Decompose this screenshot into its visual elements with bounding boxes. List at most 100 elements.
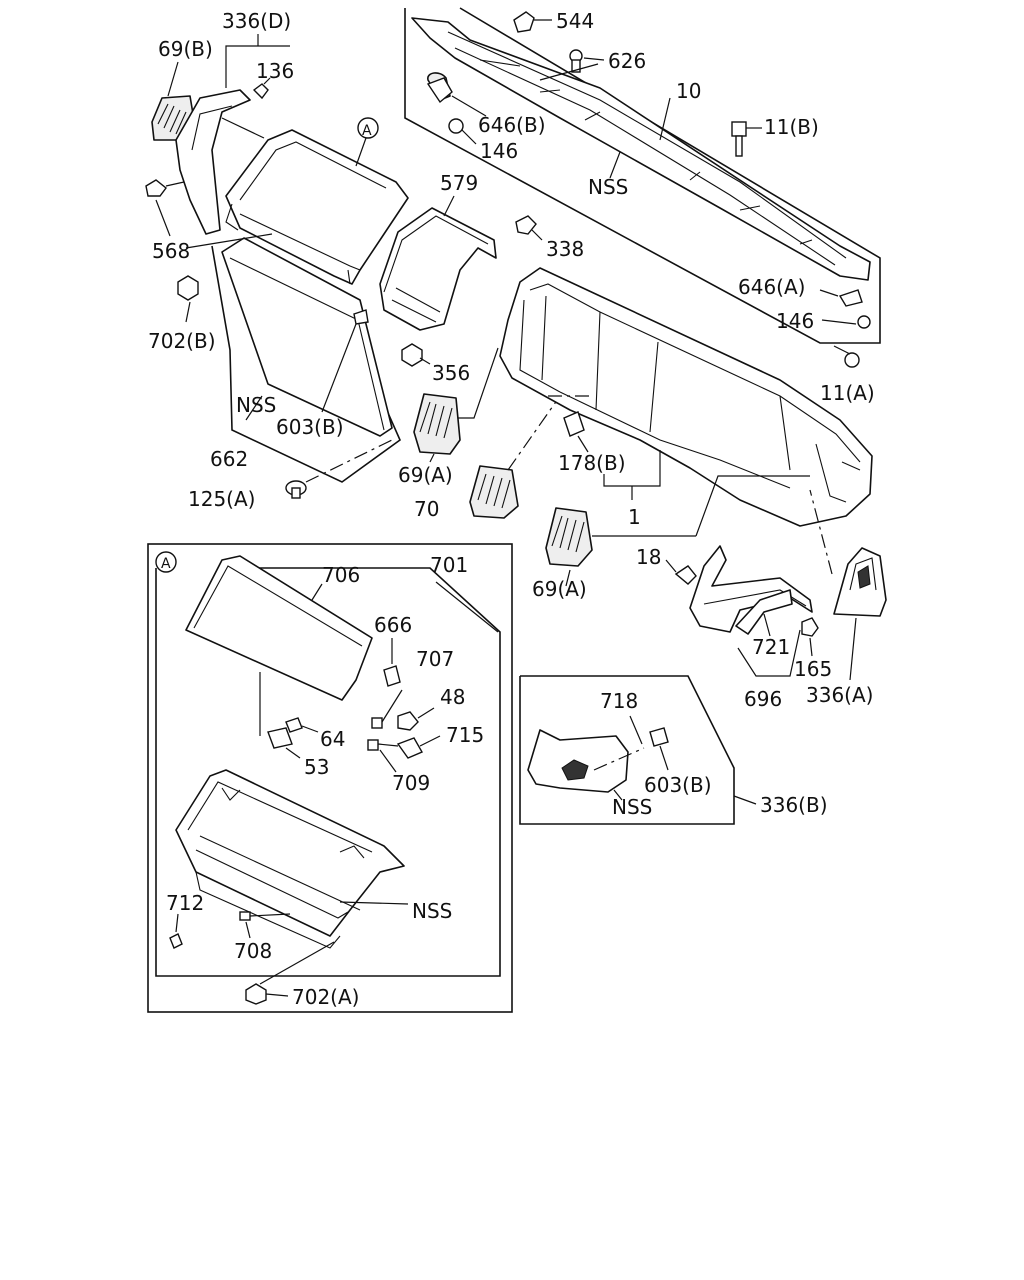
screw-136 <box>252 77 271 100</box>
nut-356 <box>401 343 431 367</box>
label-10: 10 <box>676 79 701 103</box>
upper-panel-frame <box>404 7 881 344</box>
screw-709 <box>367 739 399 773</box>
label-701: 701 <box>430 553 468 577</box>
label-707: 707 <box>416 647 454 671</box>
label-69a-1: 69(A) <box>398 463 453 487</box>
label-69a-2: 69(A) <box>532 577 587 601</box>
clip-626 <box>569 49 605 73</box>
label-11b: 11(B) <box>764 115 819 139</box>
label-662: 662 <box>210 447 248 471</box>
clip-11a <box>833 345 860 368</box>
label-18: 18 <box>636 545 661 569</box>
screw-544 <box>513 11 552 33</box>
label-568: 568 <box>152 239 190 263</box>
label-718: 718 <box>600 689 638 713</box>
screw-146a <box>448 118 477 145</box>
glovebox-assembly <box>221 117 409 285</box>
label-336d: 336(D) <box>222 9 291 33</box>
bolt-11b <box>731 121 762 157</box>
trim-721 <box>735 589 793 637</box>
label-136: 136 <box>256 59 294 83</box>
plate-53 <box>267 727 301 759</box>
nut-702b <box>177 275 199 323</box>
clip-603b-detail <box>649 727 669 771</box>
label-64: 64 <box>320 727 345 751</box>
bolt-18 <box>665 559 697 585</box>
label-626: 626 <box>608 49 646 73</box>
screw-146b <box>821 315 871 329</box>
clip-125a <box>285 439 393 499</box>
label-666: 666 <box>374 613 412 637</box>
cover-662 <box>211 237 401 483</box>
label-702b: 702(B) <box>148 329 216 353</box>
upper-panel-group <box>404 7 881 344</box>
label-nss-1: NSS <box>588 175 628 199</box>
label-178b: 178(B) <box>558 451 626 475</box>
screw-712 <box>169 913 183 949</box>
label-146a: 146 <box>480 139 518 163</box>
label-338: 338 <box>546 237 584 261</box>
lid-706 <box>185 555 373 736</box>
label-709: 709 <box>392 771 430 795</box>
label-336a: 336(A) <box>806 683 873 707</box>
vent-69a-right <box>545 507 696 587</box>
vent-70 <box>469 395 561 519</box>
label-70: 70 <box>414 497 439 521</box>
label-715: 715 <box>446 723 484 747</box>
bracket-715 <box>396 735 441 759</box>
label-nss-3: NSS <box>612 795 652 819</box>
label-69b: 69(B) <box>158 37 213 61</box>
latch-666 <box>383 638 401 687</box>
side-cover-336a <box>809 489 887 681</box>
label-721: 721 <box>752 635 790 659</box>
trim-336d <box>175 34 290 235</box>
bolt-707 <box>371 689 403 729</box>
detail-box-336b <box>519 675 757 825</box>
label-708: 708 <box>234 939 272 963</box>
label-603b-2: 603(B) <box>644 773 712 797</box>
label-nss-4: NSS <box>412 899 452 923</box>
label-125a: 125(A) <box>188 487 255 511</box>
cover-696 <box>689 545 813 677</box>
upper-dash-panel <box>411 17 871 281</box>
screw-64 <box>285 717 319 733</box>
label-1: 1 <box>628 505 641 529</box>
vent-69a-left <box>413 347 499 463</box>
dash-frame <box>499 267 873 527</box>
screw-338 <box>515 215 543 241</box>
label-nss-2: NSS <box>236 393 276 417</box>
callout-labels: 336(D) 69(B) 136 544 626 10 646(B) 146 1… <box>148 9 875 1009</box>
label-a-2: A <box>161 556 171 572</box>
label-646a: 646(A) <box>738 275 805 299</box>
label-53: 53 <box>304 755 329 779</box>
glovebox-701 <box>175 581 499 949</box>
label-a-1: A <box>362 123 372 139</box>
clip-178b <box>563 411 589 453</box>
bolt-568 <box>145 179 185 237</box>
label-146b: 146 <box>776 309 814 333</box>
screw-708 <box>239 911 291 939</box>
label-603b-1: 603(B) <box>276 415 344 439</box>
nut-702a <box>245 941 335 1005</box>
label-712: 712 <box>166 891 204 915</box>
clip-603b <box>321 309 369 413</box>
trim-336b <box>527 715 645 801</box>
label-646b: 646(B) <box>478 113 546 137</box>
label-706: 706 <box>322 563 360 587</box>
detail-box-a <box>147 543 513 1013</box>
nut-165 <box>801 617 819 657</box>
duct-579 <box>379 195 497 331</box>
label-702a: 702(A) <box>292 985 359 1009</box>
bracket-646a <box>819 289 863 307</box>
label-48: 48 <box>440 685 465 709</box>
label-356: 356 <box>432 361 470 385</box>
label-579: 579 <box>440 171 478 195</box>
nut-48 <box>397 707 435 731</box>
label-544: 544 <box>556 9 594 33</box>
label-165: 165 <box>794 657 832 681</box>
label-336b: 336(B) <box>760 793 828 817</box>
bracket-646b <box>426 77 487 117</box>
label-11a: 11(A) <box>820 381 875 405</box>
